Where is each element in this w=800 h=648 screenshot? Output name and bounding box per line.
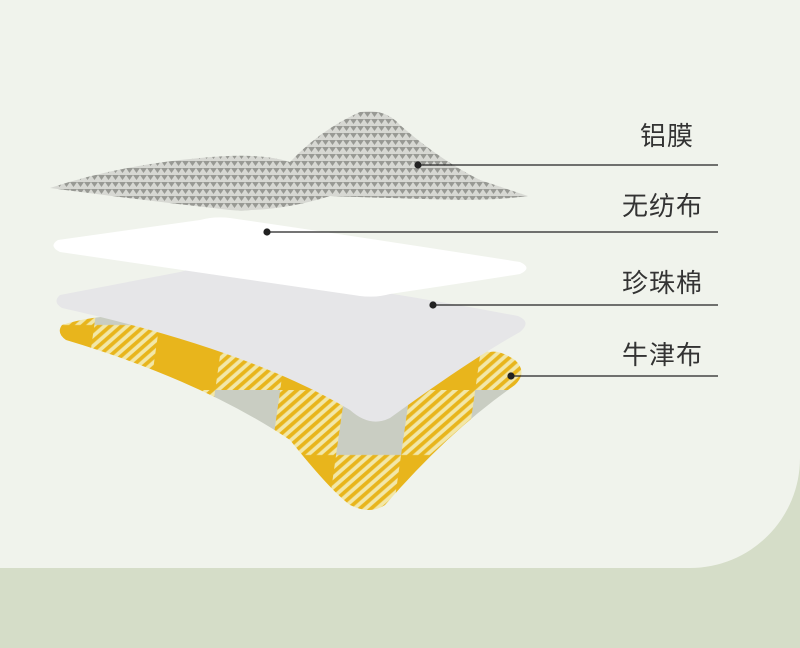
label-aluminum-foil: 铝膜	[640, 122, 695, 152]
leader-dot-nonwoven	[263, 228, 271, 236]
leader-dot-oxford	[507, 372, 515, 380]
label-oxford-cloth: 牛津布	[622, 341, 704, 371]
label-pearl-cotton: 珍珠棉	[622, 269, 704, 299]
pearl-cotton-layer	[56, 267, 526, 422]
leader-dot-foil	[414, 161, 422, 169]
aluminum-foil-layer	[50, 111, 528, 211]
label-nonwoven: 无纺布	[622, 192, 704, 222]
nonwoven-layer	[53, 217, 527, 297]
leader-dot-pearl-cotton	[429, 301, 437, 309]
